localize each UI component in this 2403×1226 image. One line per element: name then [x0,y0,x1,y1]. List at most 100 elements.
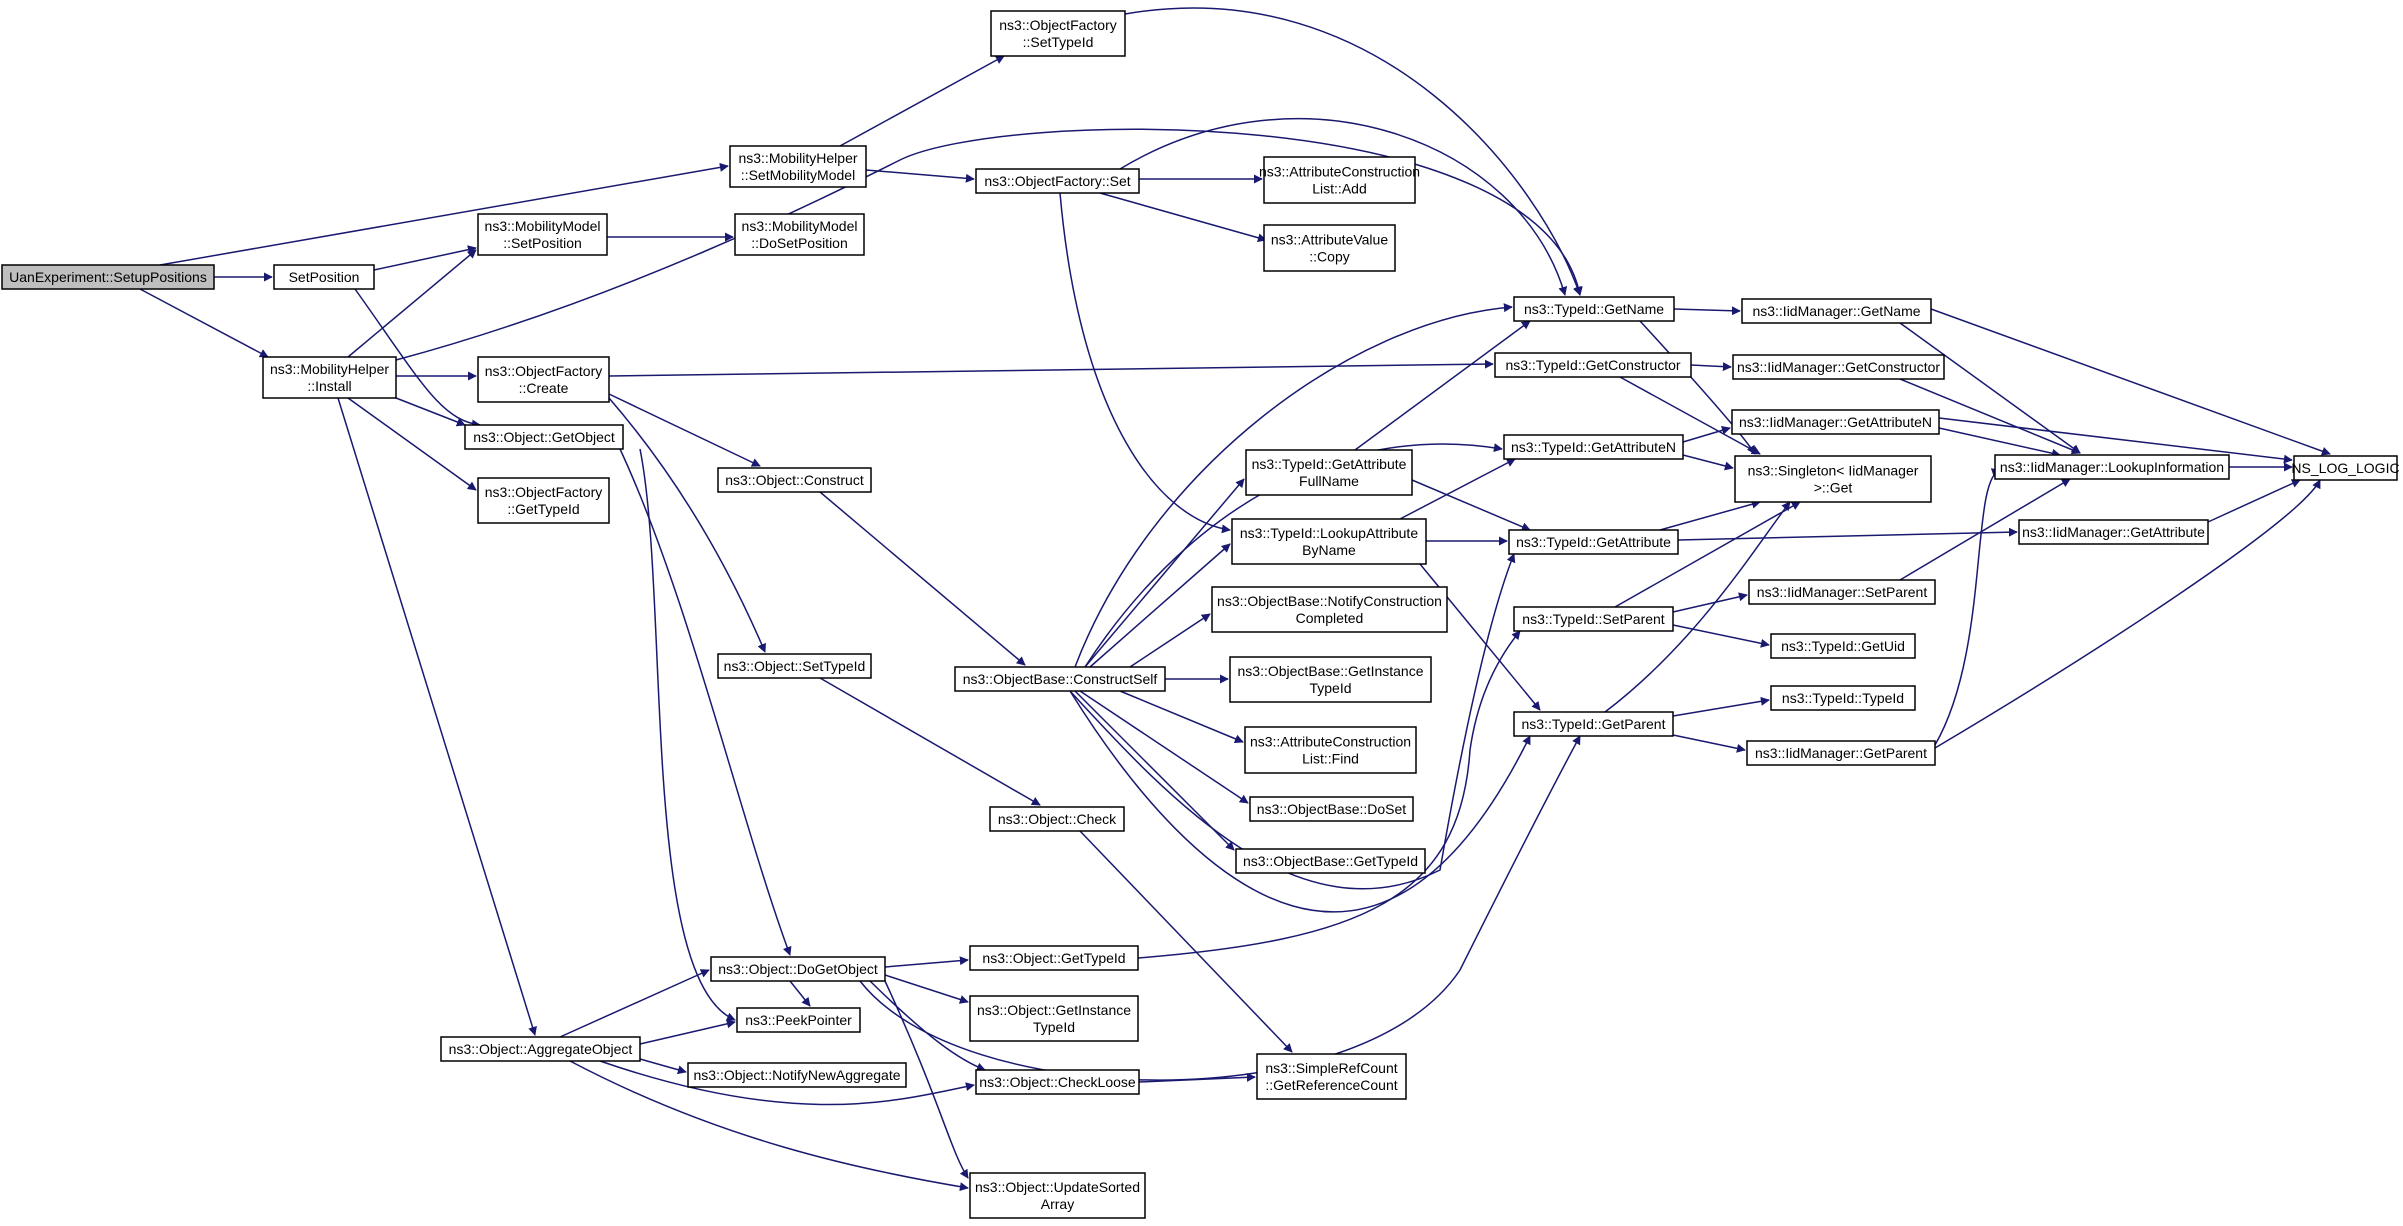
edge-obj-do-get-object-to-tid-get-parent [859,735,1581,1081]
node-tid-get-parent[interactable]: ns3::TypeId::GetParent [1513,711,1674,737]
node-label: ns3::Object::Construct [725,472,864,488]
node-ns-log-logic[interactable]: NS_LOG_LOGIC [2291,455,2400,481]
edge-obj-aggregate-object-to-peek-pointer [639,1019,736,1045]
node-of-set-type-id[interactable]: ns3::ObjectFactory::SetTypeId [990,10,1126,57]
node-av-copy[interactable]: ns3::AttributeValue::Copy [1263,224,1396,272]
node-box [734,213,865,256]
node-box [1245,449,1413,496]
node-label: ns3::Singleton< IidManager [1748,463,1919,479]
node-obj-do-get-object[interactable]: ns3::Object::DoGetObject [710,956,886,982]
node-label: ns3::TypeId::SetParent [1522,611,1665,627]
node-label: ns3::Object::UpdateSorted [975,1179,1140,1195]
node-box [1229,656,1432,703]
node-tid-type-id[interactable]: ns3::TypeId::TypeId [1770,685,1916,711]
node-ob-do-set[interactable]: ns3::ObjectBase::DoSet [1249,796,1414,822]
node-iid-set-parent[interactable]: ns3::IidManager::SetParent [1748,579,1936,605]
node-iid-get-name[interactable]: ns3::IidManager::GetName [1741,298,1932,324]
node-tid-get-name[interactable]: ns3::TypeId::GetName [1513,296,1675,322]
node-box [1746,740,1936,766]
edge-tid-get-constructor-to-singleton-get [1619,376,1761,455]
edge-mh-install-to-of-get-type-id [347,397,477,491]
node-obj-set-type-id[interactable]: ns3::Object::SetTypeId [717,653,872,679]
edge-ob-construct-self-to-ob-notify-construction-completed [1129,613,1211,668]
edge-ob-construct-self-to-ob-get-type-id [1074,690,1235,851]
node-label: ns3::MobilityHelper [738,150,857,166]
node-ob-get-type-id[interactable]: ns3::ObjectBase::GetTypeId [1235,848,1426,874]
node-obj-get-type-id[interactable]: ns3::Object::GetTypeId [969,945,1139,971]
edge-tid-get-attribute-n-to-iid-get-attribute-n [1682,425,1731,443]
node-mh-set-mobility-model[interactable]: ns3::MobilityHelper::SetMobilityModel [729,145,867,188]
node-box [262,356,397,399]
node-box [1770,633,1916,659]
node-mm-do-set-position[interactable]: ns3::MobilityModel::DoSetPosition [734,213,865,256]
node-label: ns3::ObjectBase::GetTypeId [1243,853,1418,869]
node-box [736,1007,861,1033]
edge-obj-construct-to-ob-construct-self [819,491,1026,666]
node-iid-get-attribute-n[interactable]: ns3::IidManager::GetAttributeN [1731,409,1940,435]
node-src-get-reference-count[interactable]: ns3::SimpleRefCount::GetReferenceCount [1256,1053,1407,1100]
node-singleton-get[interactable]: ns3::Singleton< IidManager >::Get [1734,455,1932,503]
node-label: ::SetMobilityModel [741,167,855,183]
node-tid-get-uid[interactable]: ns3::TypeId::GetUid [1770,633,1916,659]
node-box [729,145,867,188]
node-box [2018,519,2209,545]
node-obj-aggregate-object[interactable]: ns3::Object::AggregateObject [440,1036,641,1062]
edge-obj-aggregate-object-to-obj-do-get-object [559,969,710,1038]
node-peek-pointer[interactable]: ns3::PeekPointer [736,1007,861,1033]
node-label: ns3::SimpleRefCount [1265,1060,1397,1076]
edge-tid-get-name-to-iid-get-name [1673,306,1741,316]
node-obj-construct[interactable]: ns3::Object::Construct [717,467,872,493]
node-of-create[interactable]: ns3::ObjectFactory::Create [477,356,610,403]
node-label: ns3::ObjectFactory [999,17,1117,33]
node-label: ns3::TypeId::GetUid [1781,638,1905,654]
edge-obj-do-get-object-to-peek-pointer [789,980,811,1007]
node-box [477,356,610,403]
node-box [2293,455,2398,481]
node-obj-notify-new-aggregate[interactable]: ns3::Object::NotifyNewAggregate [687,1062,907,1088]
edge-tid-set-parent-to-iid-set-parent [1672,592,1748,613]
node-obj-check[interactable]: ns3::Object::Check [989,806,1125,832]
node-iid-get-attribute[interactable]: ns3::IidManager::GetAttribute [2018,519,2209,545]
node-obj-get-object[interactable]: ns3::Object::GetObject [464,424,624,450]
node-box [710,956,886,982]
node-label: ns3::TypeId::GetConstructor [1505,357,1680,373]
node-box [969,1172,1146,1219]
node-mm-set-position[interactable]: ns3::MobilityModel::SetPosition [477,213,608,256]
node-label: UanExperiment::SetupPositions [9,269,207,285]
node-iid-get-constructor[interactable]: ns3::IidManager::GetConstructor [1732,354,1945,380]
edge-tid-set-parent-to-tid-get-uid [1672,624,1770,648]
node-label: ns3::AttributeConstruction [1259,164,1420,180]
node-obj-check-loose[interactable]: ns3::Object::CheckLoose [975,1069,1140,1095]
node-iid-lookup-information[interactable]: ns3::IidManager::LookupInformation [1994,454,2230,480]
node-label: ns3::ObjectFactory::Set [984,173,1130,189]
node-tid-get-attribute-n[interactable]: ns3::TypeId::GetAttributeN [1503,434,1684,460]
node-ob-construct-self[interactable]: ns3::ObjectBase::ConstructSelf [954,666,1166,692]
node-iid-get-parent[interactable]: ns3::IidManager::GetParent [1746,740,1936,766]
node-mh-install[interactable]: ns3::MobilityHelper::Install [262,356,397,399]
edge-obj-check-loose-to-src-get-reference-count [1138,1072,1256,1083]
node-box [1513,296,1675,322]
node-of-get-type-id[interactable]: ns3::ObjectFactory::GetTypeId [477,477,610,524]
node-of-set[interactable]: ns3::ObjectFactory::Set [975,168,1140,194]
node-label: ns3::Object::DoGetObject [718,961,878,977]
node-set-position[interactable]: SetPosition [273,264,375,290]
node-box [717,467,872,493]
node-label: ns3::IidManager::GetName [1752,303,1920,319]
node-tid-set-parent[interactable]: ns3::TypeId::SetParent [1513,606,1674,632]
node-label: ns3::TypeId::GetParent [1522,716,1666,732]
node-tid-get-attribute[interactable]: ns3::TypeId::GetAttribute [1508,529,1679,555]
node-box [1732,354,1945,380]
node-label: ns3::IidManager::GetParent [1755,745,1927,761]
node-box [1748,579,1936,605]
node-tid-get-constructor[interactable]: ns3::TypeId::GetConstructor [1494,352,1692,378]
node-ob-notify-construction-completed[interactable]: ns3::ObjectBase::NotifyConstructionCompl… [1211,586,1448,633]
node-label: >::Get [1814,480,1853,496]
node-setup-positions[interactable]: UanExperiment::SetupPositions [1,264,215,290]
